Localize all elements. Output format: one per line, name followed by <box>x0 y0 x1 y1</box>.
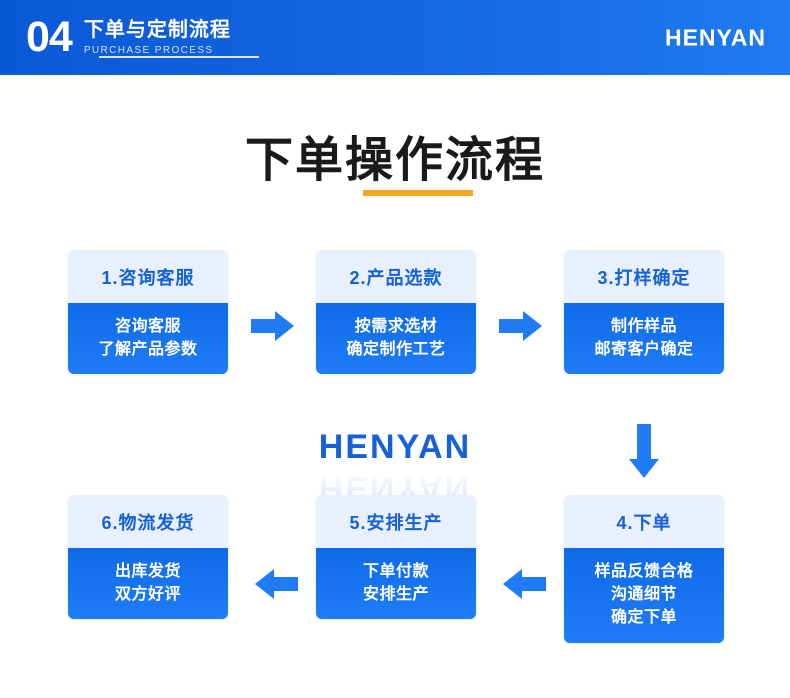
flow-step-3: 3.打样确定 制作样品 邮寄客户确定 <box>564 250 724 375</box>
flow-step-4-line-2: 沟通细节 <box>610 586 677 604</box>
page-title-underline <box>362 190 473 196</box>
flow-step-1-body: 咨询客服 了解产品参数 <box>68 303 228 375</box>
arrow-4-5 <box>503 569 546 599</box>
header-underline <box>99 56 259 58</box>
flow-step-2: 2.产品选款 按需求选材 确定制作工艺 <box>316 250 476 375</box>
arrow-5-6 <box>255 569 298 599</box>
flow-step-4-line-3: 确定下单 <box>610 609 677 627</box>
flow-step-1-head: 1.咨询客服 <box>68 250 228 303</box>
flow-step-4: 4.下单 样品反馈合格 沟通细节 确定下单 <box>564 495 724 643</box>
brand-logo: HENYAN <box>664 24 766 50</box>
flow-step-1: 1.咨询客服 咨询客服 了解产品参数 <box>68 250 228 375</box>
flow-step-2-head: 2.产品选款 <box>316 250 476 303</box>
flow-step-6: 6.物流发货 出库发货 双方好评 <box>68 495 228 620</box>
flow-step-5: 5.安排生产 下单付款 安排生产 <box>316 495 476 620</box>
section-header: 04 下单与定制流程 PURCHASE PROCESS HENYAN <box>0 0 790 75</box>
watermark-text: HENYAN <box>318 428 472 466</box>
flow-step-3-line-2: 邮寄客户确定 <box>594 341 694 359</box>
section-title-cn: 下单与定制流程 <box>83 19 231 41</box>
flow-step-2-line-1: 按需求选材 <box>354 318 438 335</box>
flow-step-4-line-1: 样品反馈合格 <box>594 563 694 580</box>
flow-step-6-head: 6.物流发货 <box>68 495 228 548</box>
section-number: 04 <box>26 13 73 61</box>
flow-step-6-body: 出库发货 双方好评 <box>68 548 228 620</box>
flow-step-5-line-2: 安排生产 <box>362 586 429 604</box>
flow-step-6-line-2: 双方好评 <box>114 586 181 604</box>
flow-step-2-body: 按需求选材 确定制作工艺 <box>316 303 476 375</box>
flow-step-5-body: 下单付款 安排生产 <box>316 548 476 620</box>
page-title-text: 下单操作流程 <box>244 134 545 187</box>
arrow-1-2 <box>251 311 294 341</box>
flow-step-6-line-1: 出库发货 <box>114 563 181 580</box>
watermark: HENYAN HENYAN <box>0 428 790 507</box>
page-title: 下单操作流程 <box>244 120 545 196</box>
flow-step-1-line-2: 了解产品参数 <box>98 341 198 359</box>
flow-step-3-line-1: 制作样品 <box>610 318 677 335</box>
section-title-en: PURCHASE PROCESS <box>83 45 214 56</box>
arrow-3-4 <box>629 424 659 478</box>
flow-step-5-head: 5.安排生产 <box>316 495 476 548</box>
arrow-2-3 <box>499 311 542 341</box>
flow-step-3-head: 3.打样确定 <box>564 250 724 303</box>
flow-step-5-line-1: 下单付款 <box>362 563 429 580</box>
flow-step-4-head: 4.下单 <box>564 495 724 548</box>
flow-step-1-line-1: 咨询客服 <box>114 318 181 335</box>
flow-step-3-body: 制作样品 邮寄客户确定 <box>564 303 724 375</box>
page-title-wrap: 下单操作流程 <box>0 120 790 196</box>
flow-step-4-body: 样品反馈合格 沟通细节 确定下单 <box>564 548 724 643</box>
section-header-texts: 下单与定制流程 PURCHASE PROCESS <box>84 19 231 56</box>
flow-step-2-line-2: 确定制作工艺 <box>346 341 446 359</box>
